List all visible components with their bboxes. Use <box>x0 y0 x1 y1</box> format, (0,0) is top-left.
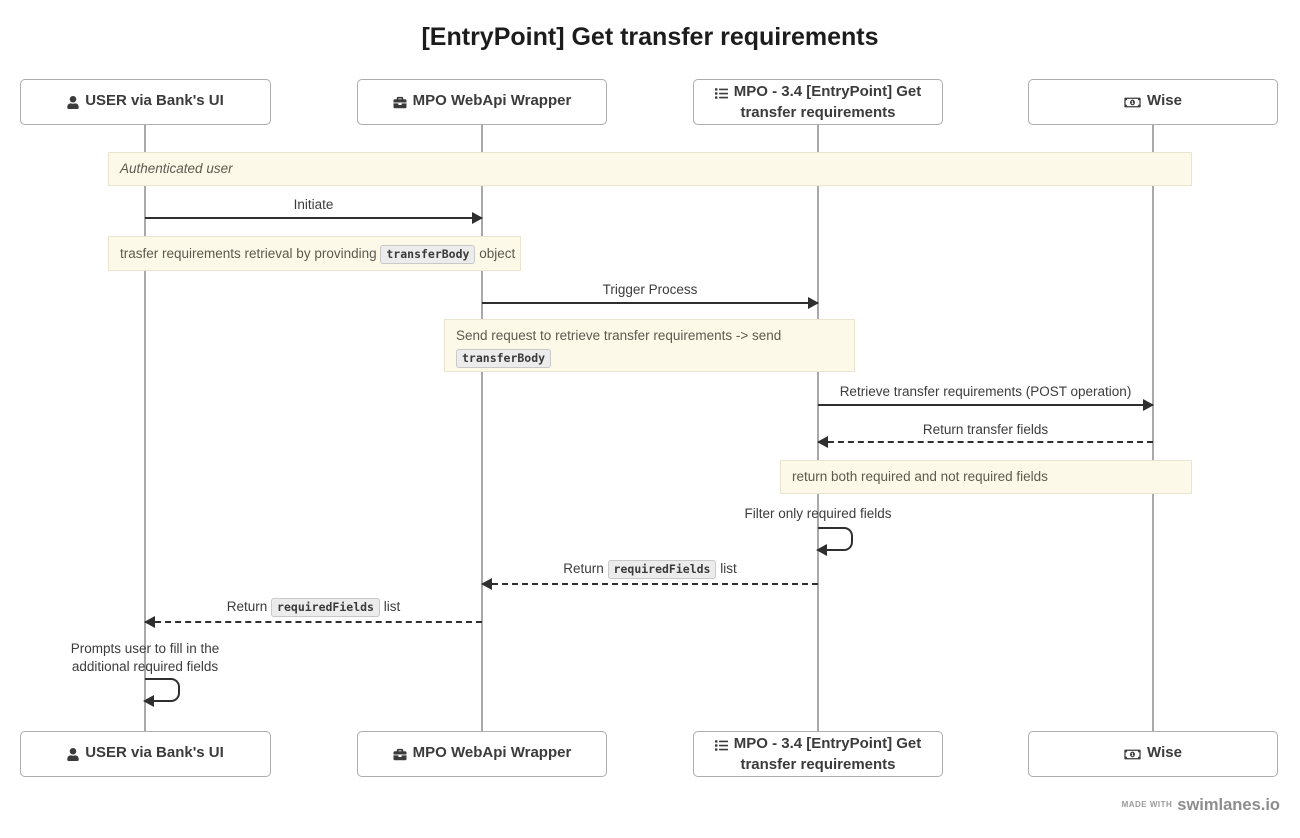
actor-label: Wise <box>1147 744 1182 762</box>
arrowhead-left-icon <box>143 695 154 707</box>
arrowhead-right-icon <box>808 297 819 309</box>
list-icon <box>714 736 728 756</box>
actor-label: USER via Bank's UI <box>85 744 224 762</box>
inline-code: requiredFields <box>607 560 717 579</box>
actor-label: MPO - 3.4 [EntryPoint] Get transfer requ… <box>733 82 922 122</box>
self-loop-filter <box>816 527 853 556</box>
made-with-label: MADE WITH <box>1121 800 1173 809</box>
user-icon <box>67 93 79 113</box>
actor-label: MPO - 3.4 [EntryPoint] Get transfer requ… <box>733 734 922 774</box>
message-label: Retrieve transfer requirements (POST ope… <box>839 384 1132 399</box>
actor-wrapper-top: MPO WebApi Wrapper <box>357 79 607 125</box>
note-transfer-requirements: trasfer requirements retrieval by provin… <box>108 236 521 271</box>
footer-brand[interactable]: swimlanes.io <box>1177 796 1280 814</box>
message-arrow-initiate <box>145 212 483 224</box>
actor-label: MPO WebApi Wrapper <box>412 92 572 110</box>
message-arrow-return-requiredfields-1 <box>481 578 818 590</box>
message-label: Trigger Process <box>602 282 698 297</box>
lifeline-mpo <box>817 125 819 731</box>
briefcase-icon <box>393 745 407 765</box>
message-label: Filter only required fields <box>744 506 892 521</box>
message-label: Return requiredFields list <box>482 560 818 579</box>
actor-mpo-top: MPO - 3.4 [EntryPoint] Get transfer requ… <box>693 79 943 125</box>
note-authenticated-user: Authenticated user <box>108 152 1192 186</box>
arrowhead-right-icon <box>1143 399 1154 411</box>
message-arrow-trigger-process <box>482 297 819 309</box>
arrowhead-left-icon <box>817 436 828 448</box>
note-send-request: Send request to retrieve transfer requir… <box>444 319 855 372</box>
arrowhead-right-icon <box>472 212 483 224</box>
message-label: Return transfer fields <box>922 422 1049 437</box>
actor-wise-bottom: Wise <box>1028 731 1278 777</box>
message-arrow-return-transfer-fields <box>817 436 1153 448</box>
list-icon <box>714 84 728 104</box>
inline-code: transferBody <box>380 245 476 264</box>
arrowhead-left-icon <box>144 616 155 628</box>
lifeline-user <box>144 125 146 731</box>
message-label: Return requiredFields list <box>145 598 482 617</box>
briefcase-icon <box>393 93 407 113</box>
actor-wise-top: Wise <box>1028 79 1278 125</box>
actor-user-top: USER via Bank's UI <box>20 79 271 125</box>
self-loop-prompt <box>143 678 180 707</box>
page-title: [EntryPoint] Get transfer requirements <box>421 23 879 51</box>
message-arrow-retrieve <box>818 399 1154 411</box>
arrowhead-left-icon <box>481 578 492 590</box>
arrowhead-left-icon <box>816 544 827 556</box>
actor-user-bottom: USER via Bank's UI <box>20 731 271 777</box>
message-label: Prompts user to fill in the additional r… <box>70 641 220 675</box>
actor-mpo-bottom: MPO - 3.4 [EntryPoint] Get transfer requ… <box>693 731 943 777</box>
inline-code: requiredFields <box>271 598 380 617</box>
money-bill-icon <box>1124 93 1141 113</box>
user-icon <box>67 745 79 765</box>
footer: MADE WITH swimlanes.io <box>1122 796 1280 815</box>
lifeline-wise <box>1152 125 1154 731</box>
message-arrow-return-requiredfields-2 <box>144 616 482 628</box>
actor-label: USER via Bank's UI <box>85 92 224 110</box>
actor-wrapper-bottom: MPO WebApi Wrapper <box>357 731 607 777</box>
message-label: Initiate <box>293 197 334 212</box>
lifeline-wrapper <box>481 125 483 731</box>
actor-label: Wise <box>1147 92 1182 110</box>
actor-label: MPO WebApi Wrapper <box>412 744 572 762</box>
inline-code: transferBody <box>456 348 552 368</box>
note-return-fields: return both required and not required fi… <box>780 460 1192 494</box>
money-bill-icon <box>1124 745 1141 765</box>
